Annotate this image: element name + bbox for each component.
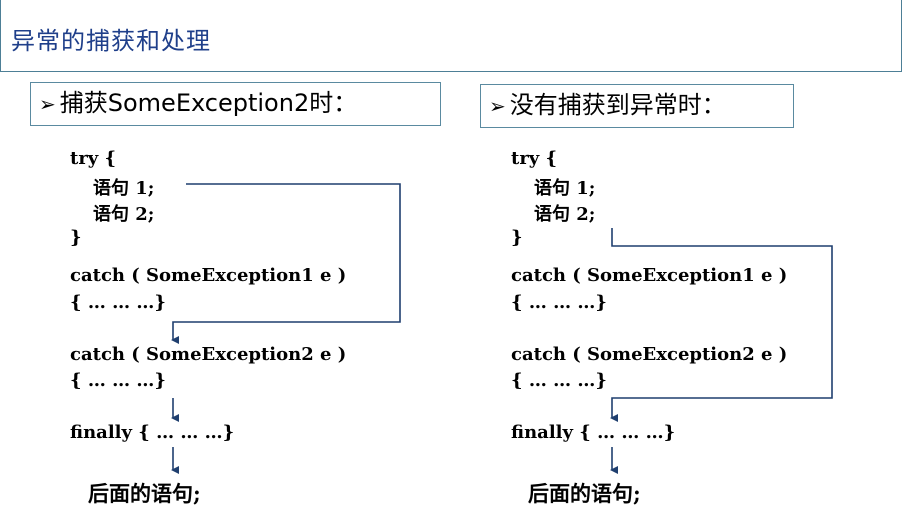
code-stmt-1: 语句 1; [534, 178, 596, 199]
code-catch-2: catch ( SomeException2 e ) [511, 344, 788, 365]
code-catch-1: catch ( SomeException1 e ) [511, 265, 788, 286]
page-title: 异常的捕获和处理 [11, 27, 211, 55]
left-heading-box: ➢捕获SomeException2时： [30, 82, 441, 126]
arrow-bullet-icon: ➢ [489, 94, 506, 118]
right-heading-box: ➢没有捕获到异常时： [480, 84, 794, 128]
title-bar: 异常的捕获和处理 [0, 0, 902, 72]
code-catch-1: catch ( SomeException1 e ) [70, 265, 347, 286]
arrow-bullet-icon: ➢ [39, 92, 56, 116]
code-catch-1-body: { … … …} [511, 292, 607, 313]
right-heading: 没有捕获到异常时： [509, 91, 726, 119]
code-stmt-2: 语句 2; [534, 204, 596, 225]
code-close-brace: } [70, 227, 82, 248]
code-after: 后面的语句; [88, 481, 201, 506]
code-close-brace: } [511, 227, 523, 248]
code-catch-1-body: { … … …} [70, 292, 166, 313]
code-finally: finally { … … …} [70, 422, 235, 443]
code-stmt-1: 语句 1; [93, 178, 155, 199]
left-jump-arrow [171, 183, 401, 344]
code-after: 后面的语句; [528, 481, 641, 506]
left-heading: 捕获SomeException2时： [59, 89, 358, 117]
code-try: try { [70, 148, 117, 169]
code-try: try { [511, 148, 558, 169]
code-catch-2: catch ( SomeException2 e ) [70, 344, 347, 365]
code-catch-2-body: { … … …} [511, 370, 607, 391]
code-catch-2-body: { … … …} [70, 370, 166, 391]
code-stmt-2: 语句 2; [93, 204, 155, 225]
right-bypass-arrow [610, 228, 833, 422]
code-finally: finally { … … …} [511, 422, 676, 443]
